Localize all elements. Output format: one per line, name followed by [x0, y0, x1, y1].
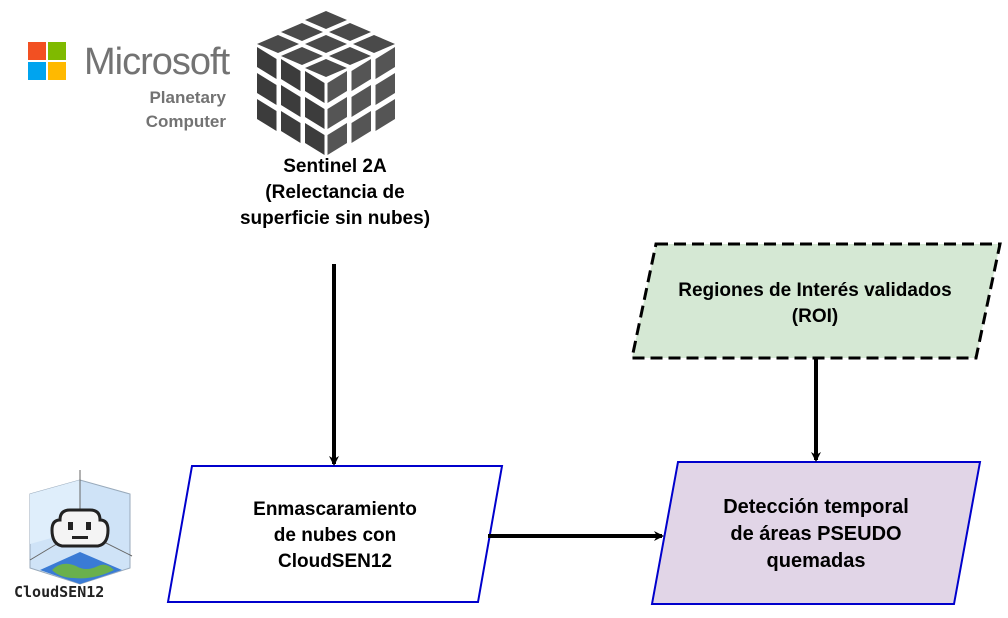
microsoft-logo-text: Microsoft	[84, 41, 230, 83]
cloudsen12-logo-text: CloudSEN12	[14, 583, 105, 601]
mask-node-shape	[166, 465, 504, 603]
roi-node-shape	[630, 242, 1002, 360]
detect-node-shape	[650, 461, 982, 605]
sentinel-node-label: Sentinel 2A (Relectancia de superficie s…	[239, 156, 431, 229]
data-cube-icon	[257, 11, 395, 155]
roi-node-label: Regiones de Interés validados (ROI)	[678, 280, 952, 327]
detect-node-label: Detección temporal de áreas PSEUDO quema…	[723, 496, 909, 572]
mask-node-label: Enmascaramiento de nubes con CloudSEN12	[253, 499, 417, 572]
cloudsen12-logo-icon	[29, 470, 133, 585]
microsoft-logo-icon	[28, 42, 66, 80]
planetary-computer-text: Planetary Computer	[145, 88, 226, 131]
